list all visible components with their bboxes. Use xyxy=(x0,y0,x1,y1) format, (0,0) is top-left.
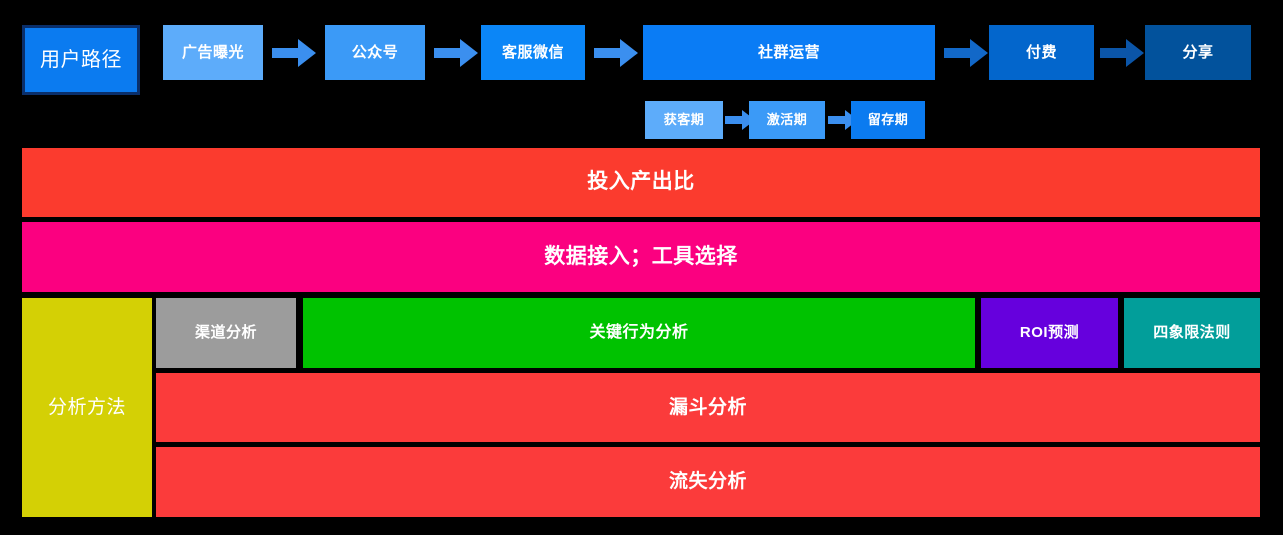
method-box-four-quadrant-rule[interactable]: 四象限法则 xyxy=(1124,298,1260,368)
stage-box-payment[interactable]: 付费 xyxy=(989,25,1094,80)
bar-roi-ratio[interactable]: 投入产出比 xyxy=(22,148,1260,217)
method-box-funnel-analysis[interactable]: 漏斗分析 xyxy=(156,373,1260,442)
method-box-roi-forecast[interactable]: ROI预测 xyxy=(981,298,1118,368)
stage-box-community-operation[interactable]: 社群运营 xyxy=(643,25,935,80)
stage-box-official-account[interactable]: 公众号 xyxy=(325,25,425,80)
stage-box-share[interactable]: 分享 xyxy=(1145,25,1251,80)
method-box-channel-analysis[interactable]: 渠道分析 xyxy=(156,298,296,368)
user-path-label: 用户路径 xyxy=(22,25,140,95)
arrow-right-icon xyxy=(944,39,988,67)
method-box-key-behavior-analysis[interactable]: 关键行为分析 xyxy=(303,298,975,368)
lifecycle-box-retention[interactable]: 留存期 xyxy=(851,101,925,139)
stage-box-ad-exposure[interactable]: 广告曝光 xyxy=(163,25,263,80)
arrow-right-icon xyxy=(594,39,638,67)
bar-data-integration[interactable]: 数据接入；工具选择 xyxy=(22,222,1260,292)
stage-box-service-wechat[interactable]: 客服微信 xyxy=(481,25,585,80)
arrow-right-icon xyxy=(1100,39,1144,67)
arrow-right-icon xyxy=(725,110,755,130)
lifecycle-box-acquisition[interactable]: 获客期 xyxy=(645,101,723,139)
method-box-churn-analysis[interactable]: 流失分析 xyxy=(156,447,1260,517)
arrow-right-icon xyxy=(828,110,858,130)
lifecycle-box-activation[interactable]: 激活期 xyxy=(749,101,825,139)
analysis-methods-label: 分析方法 xyxy=(22,298,152,517)
arrow-right-icon xyxy=(434,39,478,67)
arrow-right-icon xyxy=(272,39,316,67)
